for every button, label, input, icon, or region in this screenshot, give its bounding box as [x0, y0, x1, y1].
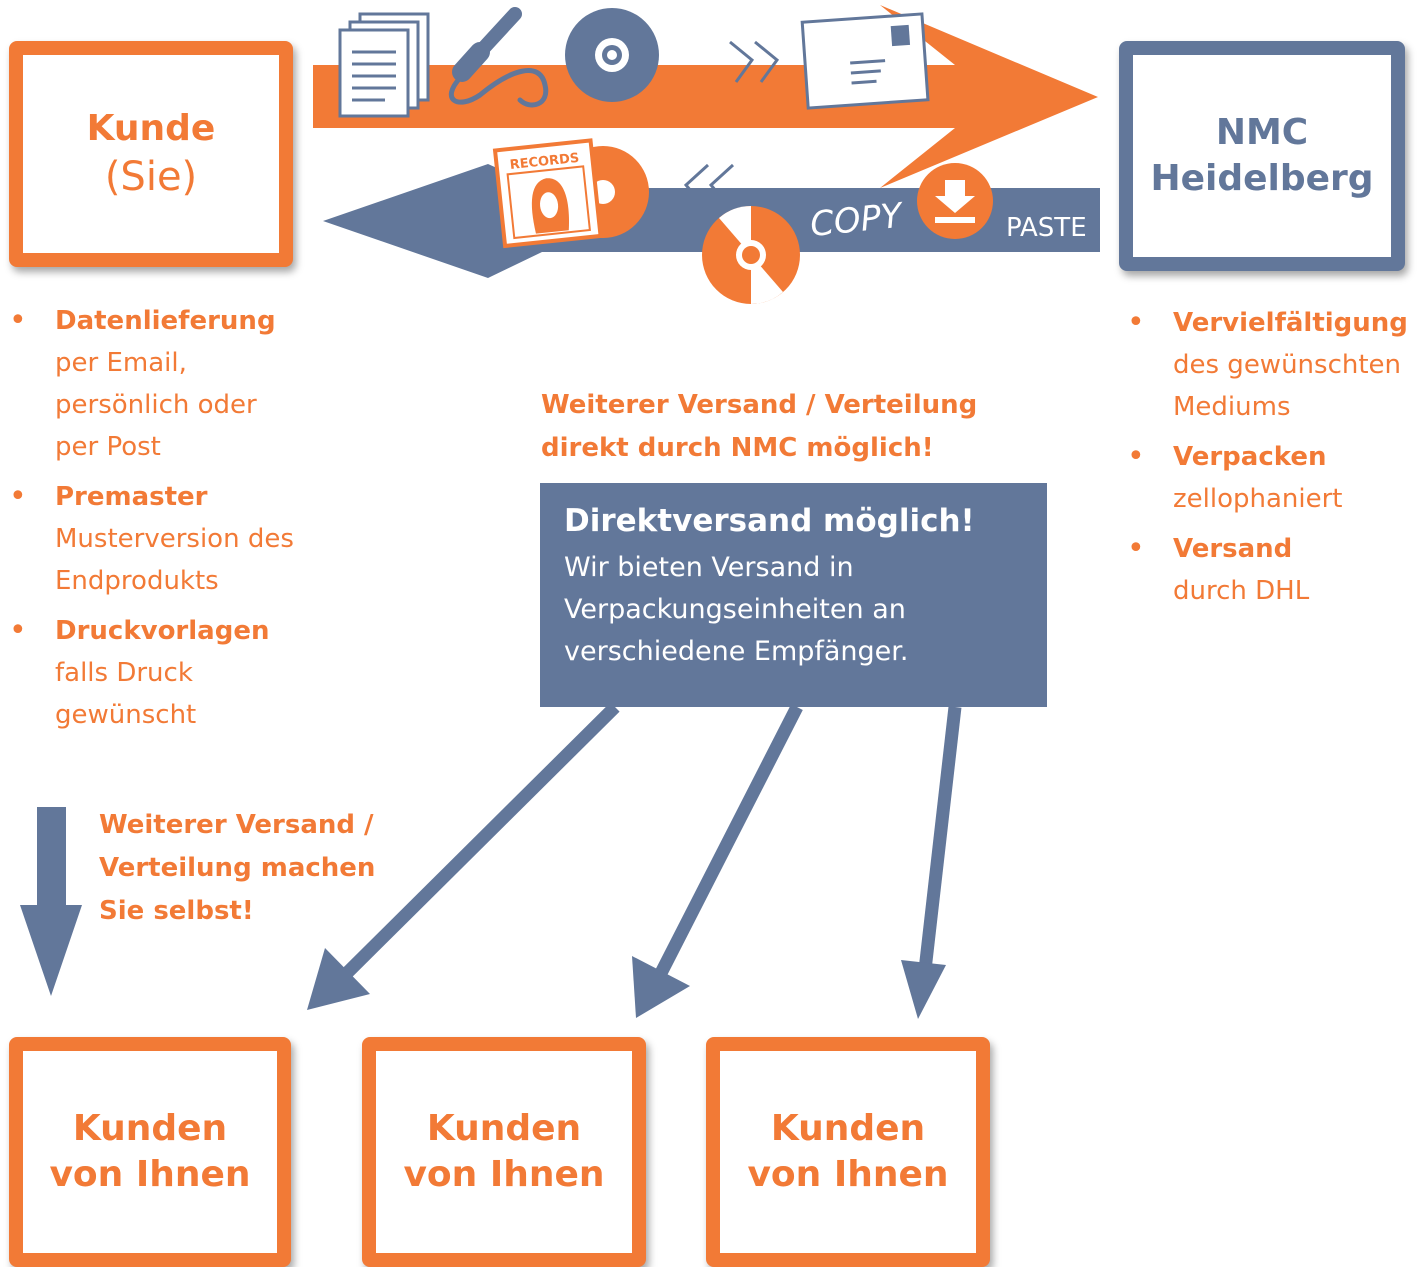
- list-item-desc: per Email,: [55, 348, 187, 378]
- recipient-box: Kunden von Ihnen: [9, 1037, 291, 1267]
- records-sleeve-icon: RECORDS: [492, 138, 649, 249]
- list-item-desc: zellophaniert: [1173, 484, 1343, 514]
- list-item: Datenlieferung per Email, persönlich ode…: [9, 300, 329, 468]
- list-item-title: Verpacken: [1173, 442, 1327, 472]
- note-line: Weiterer Versand /: [99, 810, 374, 840]
- recipient-line1: Kunden: [72, 1108, 228, 1149]
- records-label: RECORDS: [509, 151, 580, 173]
- recipient-box: Kunden von Ihnen: [706, 1037, 990, 1267]
- nmc-title-line1: NMC: [1215, 112, 1309, 153]
- note-line: direkt durch NMC möglich!: [541, 433, 934, 463]
- list-item: Premaster Musterversion des Endprodukts: [9, 476, 329, 602]
- nmc-service-list: Vervielfältigung des gewünschten Mediums…: [1127, 302, 1421, 620]
- list-item-desc: falls Druck: [55, 658, 193, 688]
- direct-shipping-heading: Direktversand möglich!: [564, 503, 975, 539]
- note-nmc-distribution: Weiterer Versand / Verteilung direkt dur…: [541, 384, 977, 470]
- list-item-desc: per Post: [55, 432, 161, 462]
- customer-task-list: Datenlieferung per Email, persönlich ode…: [9, 300, 329, 744]
- copy-label: COPY: [808, 195, 906, 245]
- list-item-title: Datenlieferung: [55, 306, 276, 336]
- disc-icon: [702, 206, 800, 304]
- disc-icon: [565, 8, 659, 102]
- list-item-title: Vervielfältigung: [1173, 308, 1408, 338]
- nmc-box: NMC Heidelberg: [1119, 41, 1405, 271]
- arrow-to-recipient-2: [632, 704, 803, 1018]
- customer-title: Kunde: [86, 108, 216, 149]
- list-item-desc: Endprodukts: [55, 566, 219, 596]
- nmc-title-line2: Heidelberg: [1150, 158, 1374, 199]
- list-item-desc: Mediums: [1173, 392, 1291, 422]
- arrow-self-distribution: [20, 807, 82, 996]
- customer-subtitle: (Sie): [104, 154, 198, 200]
- arrow-to-recipient-1: [307, 702, 620, 1010]
- list-item: Verpacken zellophaniert: [1127, 436, 1421, 520]
- paste-label: PASTE: [1006, 213, 1087, 243]
- direct-shipping-text: verschiedene Empfänger.: [564, 636, 909, 667]
- list-item: Druckvorlagen falls Druck gewünscht: [9, 610, 329, 736]
- recipient-line1: Kunden: [426, 1108, 582, 1149]
- list-item: Versand durch DHL: [1127, 528, 1421, 612]
- direct-shipping-box: Direktversand möglich! Wir bieten Versan…: [540, 483, 1047, 707]
- audio-cable-icon: [448, 7, 549, 108]
- list-item-desc: des gewünschten: [1173, 350, 1402, 380]
- list-item-title: Premaster: [55, 482, 208, 512]
- list-item-desc: Musterversion des: [55, 524, 294, 554]
- forward-arrows-icon: [729, 40, 780, 83]
- recipient-box: Kunden von Ihnen: [362, 1037, 646, 1267]
- list-item-desc: durch DHL: [1173, 576, 1310, 606]
- note-line: Verteilung machen: [99, 853, 376, 883]
- customer-box: Kunde (Sie): [9, 41, 293, 267]
- note-self-distribution: Weiterer Versand / Verteilung machen Sie…: [99, 804, 375, 933]
- direct-shipping-text: Wir bieten Versand in: [564, 552, 854, 583]
- envelope-icon: [800, 12, 930, 110]
- list-item-title: Druckvorlagen: [55, 616, 270, 646]
- recipient-line1: Kunden: [770, 1108, 926, 1149]
- list-item: Vervielfältigung des gewünschten Mediums: [1127, 302, 1421, 428]
- recipient-line2: von Ihnen: [747, 1154, 949, 1195]
- arrow-to-nmc: [313, 5, 1098, 188]
- list-item-desc: gewünscht: [55, 700, 197, 730]
- note-line: Sie selbst!: [99, 896, 254, 926]
- recipient-line2: von Ihnen: [49, 1154, 251, 1195]
- list-item-desc: persönlich oder: [55, 390, 257, 420]
- download-icon: [917, 163, 993, 239]
- recipient-line2: von Ihnen: [403, 1154, 605, 1195]
- direct-shipping-text: Verpackungseinheiten an: [564, 594, 906, 625]
- arrow-to-recipient-3: [901, 706, 962, 1019]
- back-arrows-icon: [683, 163, 735, 208]
- note-line: Weiterer Versand / Verteilung: [541, 390, 978, 420]
- list-item-title: Versand: [1173, 534, 1293, 564]
- documents-icon: [338, 12, 430, 118]
